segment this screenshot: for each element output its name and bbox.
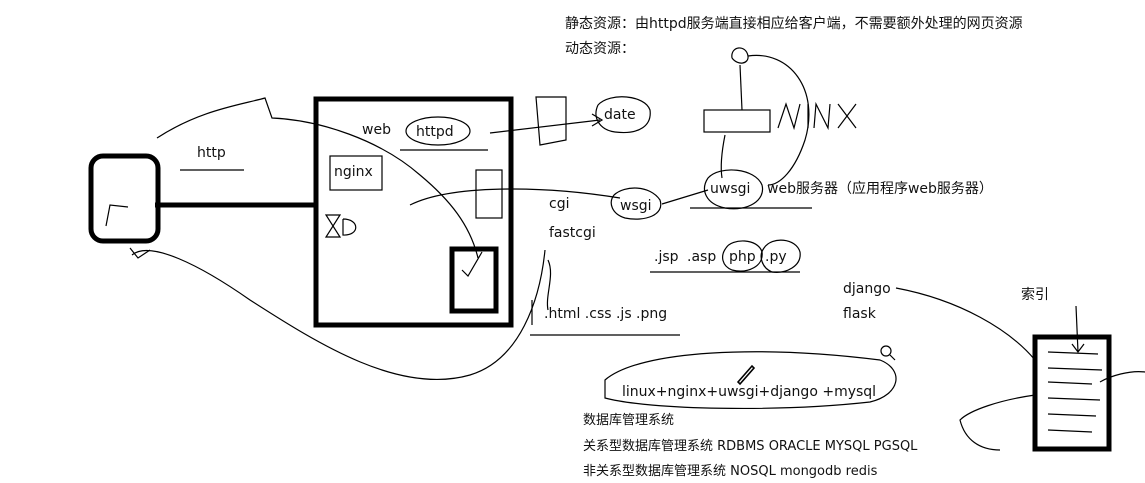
vertical-flow: [739, 64, 743, 111]
index-arrow-out: [959, 394, 1036, 451]
down-curve: [720, 134, 726, 179]
static-resource-note: 静态资源：由httpd服务端直接相应给客户端，不需要额外处理的网页资源: [565, 16, 1023, 32]
db-non-relational: 非关系型数据库管理系统 NOSQL mongodb redis: [583, 464, 878, 479]
label-flask: flask: [843, 306, 876, 322]
label-asp: .asp: [687, 249, 717, 265]
index-arrow-down: [1071, 305, 1085, 353]
label-django: django: [843, 281, 891, 297]
person-scribble: [731, 47, 749, 64]
nginx-box: [329, 155, 383, 191]
index-arrow-left: [1099, 371, 1145, 383]
label-py: .py: [765, 249, 787, 265]
server-wsgi-link: [409, 188, 621, 206]
django-index-curve: [895, 287, 1036, 361]
d-scribble: [342, 218, 357, 236]
wsgi-uwsgi-link: [661, 189, 709, 205]
label-nginx: nginx: [334, 164, 373, 180]
label-wsgi: wsgi: [620, 198, 652, 214]
dynamic-resource-note: 动态资源：: [565, 41, 635, 57]
label-uwsgi: uwsgi: [710, 181, 751, 197]
file-scribble-2: [475, 169, 503, 219]
response-arc: [131, 249, 546, 380]
httpd-date-arrow: [489, 119, 601, 134]
nginx-scribble-box: [703, 109, 771, 133]
label-date: date: [604, 107, 636, 123]
label-jsp: .jsp: [654, 249, 679, 265]
label-stack: linux+nginx+uwsgi+django +mysql: [622, 384, 877, 400]
inner-check-mark: [461, 251, 483, 277]
nginx-scribble-text: [777, 101, 857, 131]
httpd-circle: [405, 116, 471, 146]
response-arrow: [129, 247, 151, 259]
inner-small-box: [449, 246, 499, 314]
client-check-mark: [105, 204, 129, 227]
label-web: web: [362, 122, 391, 138]
zoom-icon-handle: [889, 354, 896, 361]
index-lines: [1047, 351, 1103, 433]
zoom-icon: [880, 345, 892, 357]
php-circle: [722, 240, 763, 272]
wsgi-circle: [610, 187, 662, 220]
db-relational: 关系型数据库管理系统 RDBMS ORACLE MYSQL PGSQL: [583, 439, 918, 454]
cgi-curve: [546, 259, 552, 311]
date-circle: [595, 96, 651, 134]
server-box: [313, 96, 514, 328]
hourglass-scribble: [324, 214, 342, 238]
label-web-server: web服务器（应用程序web服务器）: [767, 181, 993, 197]
date-arrowhead: [591, 113, 604, 127]
label-php: php: [729, 249, 756, 265]
label-http: http: [197, 145, 226, 161]
client-box: [88, 153, 161, 244]
loop-curve: [747, 54, 810, 186]
label-httpd: httpd: [416, 124, 454, 140]
label-index: 索引: [1021, 287, 1049, 303]
py-circle: [760, 239, 801, 273]
stack-ellipse: [604, 351, 897, 409]
db-title: 数据库管理系统: [583, 413, 675, 428]
label-static-files: .html .css .js .png: [544, 306, 668, 322]
label-cgi: cgi: [549, 196, 570, 212]
label-fastcgi: fastcgi: [549, 225, 596, 241]
index-document: [1032, 334, 1112, 452]
request-arc: [156, 97, 479, 259]
pen-icon: [736, 364, 756, 386]
file-scribble-1: [535, 96, 567, 146]
uwsgi-circle: [704, 169, 764, 210]
